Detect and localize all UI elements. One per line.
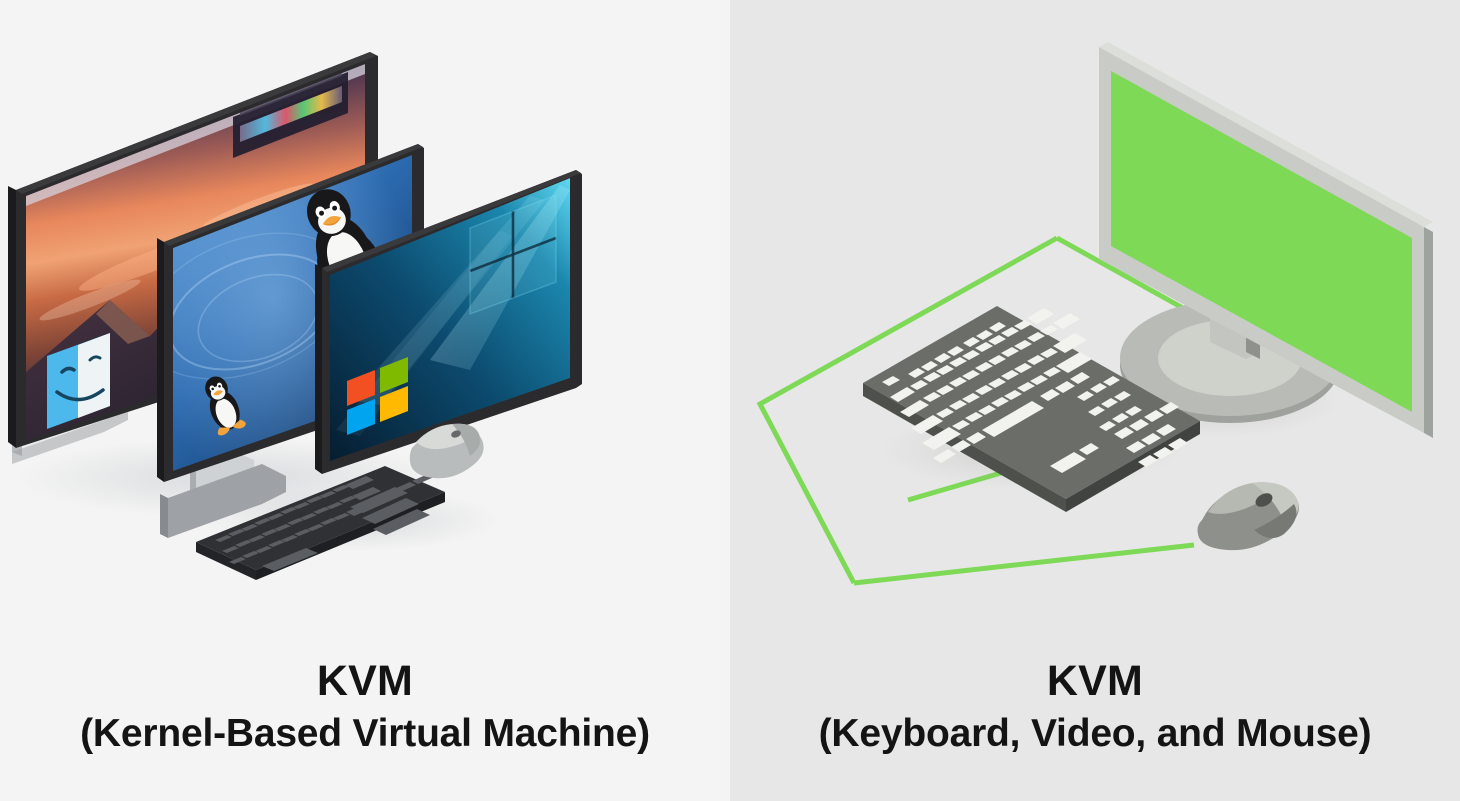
keyboard-body [196, 466, 445, 570]
caption-title: KVM [316, 657, 414, 706]
cable-bottom-edge [853, 542, 1195, 586]
mouse-wheel [1255, 493, 1273, 507]
mouse [1197, 482, 1299, 551]
tux-penguin-icon-small [205, 376, 246, 436]
keyboard [863, 306, 1200, 512]
keyboard-spacebar [262, 548, 318, 571]
windows-monitor [315, 170, 582, 474]
mouse-shade [1254, 504, 1297, 539]
cable-outer-loop [756, 235, 1059, 585]
monitor-bezel-side [1424, 227, 1433, 438]
panel-kvm-keyboard-video-mouse: KVM (Keyboard, Video, and Mouse) [730, 0, 1460, 801]
keyboard-right-side [1066, 421, 1200, 512]
keyboard-side [196, 542, 256, 580]
illustration-virtual-machines [0, 0, 730, 640]
monitor-screen [1111, 71, 1412, 412]
caption-keyboard-video-mouse: KVM (Keyboard, Video, and Mouse) [730, 658, 1460, 755]
microsoft-logo-icon [347, 357, 408, 435]
windows-hero-pane [469, 193, 557, 316]
finder-face-icon [47, 333, 110, 429]
illustration-kvm-switch-setup [730, 0, 1460, 640]
caption-title: KVM [1046, 657, 1144, 706]
keyboard [196, 466, 445, 580]
caption-virtual-machine: KVM (Kernel-Based Virtual Machine) [0, 658, 730, 755]
monitor-bezel-top [1099, 42, 1433, 227]
mouse [409, 423, 484, 479]
windows-screen [330, 178, 570, 461]
keyboard-keys [882, 308, 1188, 473]
mouse-wheel [451, 430, 461, 438]
keyboard-keys [215, 474, 434, 571]
panel-kvm-virtual-machine: KVM (Kernel-Based Virtual Machine) [0, 0, 730, 801]
keyboard-spacebar [982, 401, 1044, 437]
linux-monitor-foot [168, 464, 286, 538]
monitor [1099, 42, 1433, 438]
caption-subtitle: (Kernel-Based Virtual Machine) [80, 711, 650, 755]
caption-subtitle: (Keyboard, Video, and Mouse) [818, 711, 1372, 755]
